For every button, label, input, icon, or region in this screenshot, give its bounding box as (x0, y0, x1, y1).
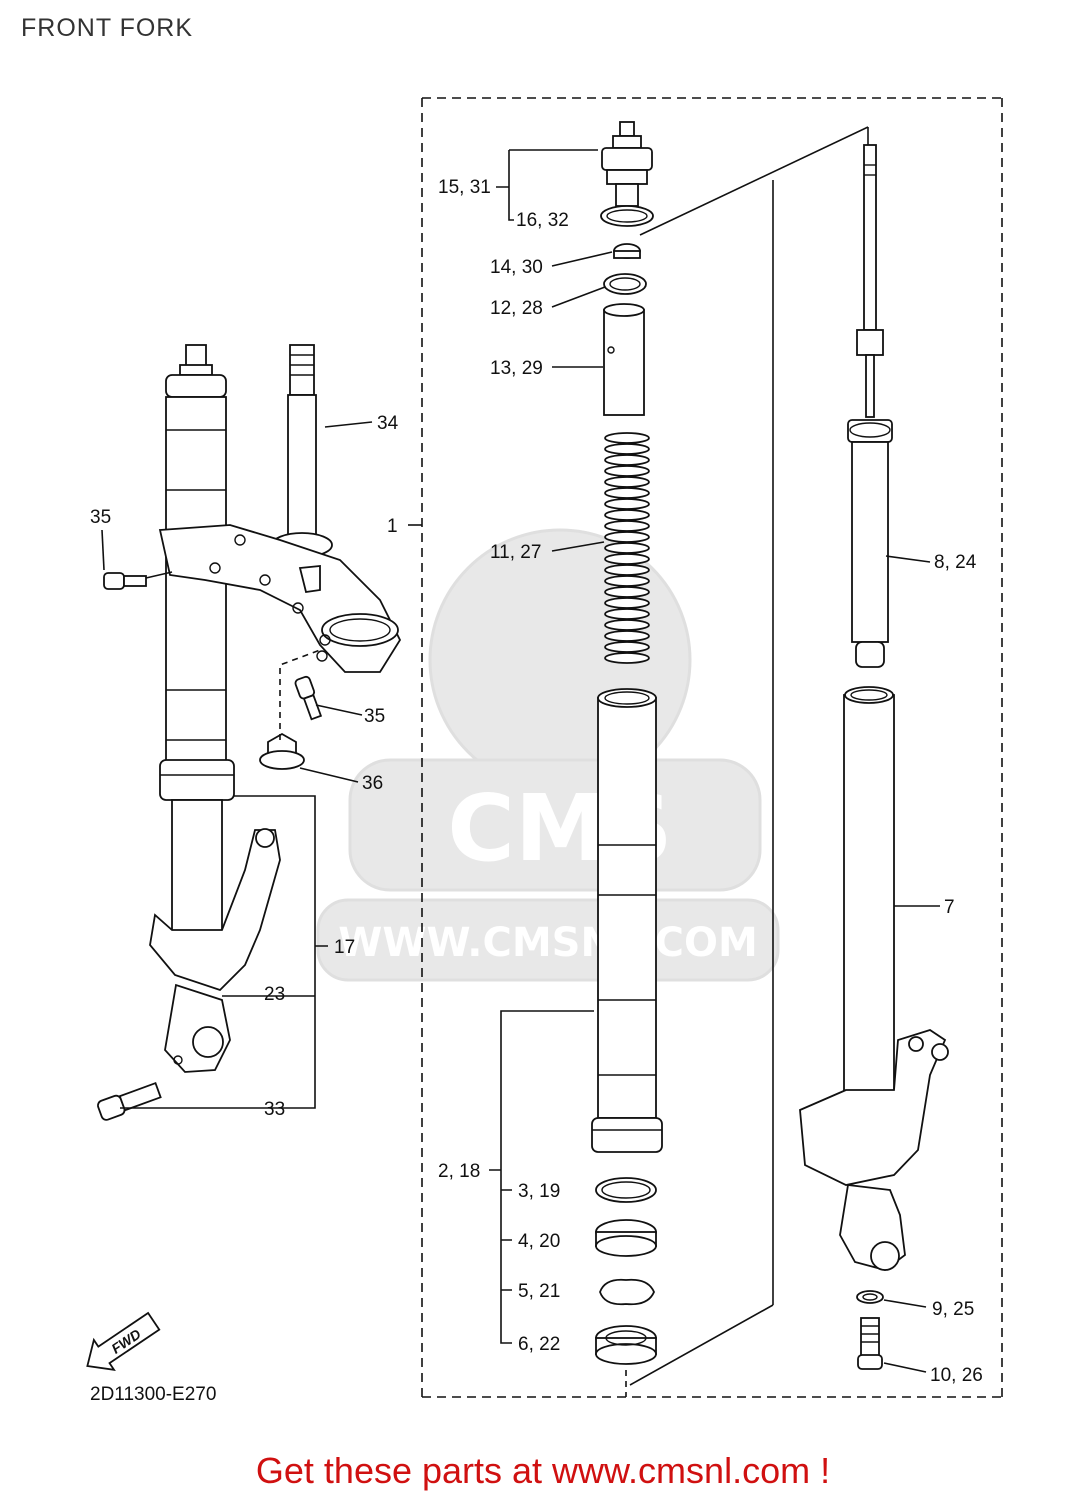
callout-17: 17 (334, 937, 355, 958)
callout-3-19: 3, 19 (518, 1181, 560, 1202)
assembly-lines (629, 126, 869, 1386)
spring-coil (604, 443, 650, 455)
cap-bolt (600, 121, 654, 227)
spring-coil (604, 432, 650, 444)
callout-9-25: 9, 25 (932, 1299, 974, 1320)
spring-coil (604, 498, 650, 510)
leader-lines (101, 149, 940, 1373)
callout-15-31: 15, 31 (438, 177, 491, 198)
spring-coil (604, 509, 650, 521)
spring-coil (604, 520, 650, 532)
spring-coil (604, 597, 650, 609)
damper-rod-assembly (847, 144, 893, 668)
callout-4-20: 4, 20 (518, 1231, 560, 1252)
bottom-bolt-parts (856, 1290, 884, 1370)
spring-coil (604, 531, 650, 543)
inner-tube (799, 686, 949, 1271)
outer-tube (591, 688, 663, 1153)
spring-coil (604, 553, 650, 565)
watermark-url: WWW.CMSNL.COM (338, 920, 758, 966)
callout-35-bottom: 35 (364, 706, 385, 727)
callout-23: 23 (264, 984, 285, 1005)
callout-5-21: 5, 21 (518, 1281, 560, 1302)
spring-coil (604, 641, 650, 653)
small-bolts (97, 572, 323, 1121)
spring-coil (604, 465, 650, 477)
fork-spring (604, 432, 650, 664)
callout-10-26: 10, 26 (930, 1365, 983, 1386)
spring-coil (604, 619, 650, 631)
spring-coil (604, 454, 650, 466)
callout-8-24: 8, 24 (934, 552, 977, 573)
spring-coil (604, 476, 650, 488)
inner-parts-frame (421, 97, 1003, 1398)
seal-parts (595, 1177, 657, 1365)
drawing-code: 2D11300-E270 (90, 1384, 216, 1405)
callout-labels: 15, 31 16, 32 14, 30 12, 28 13, 29 11, 2… (90, 177, 983, 1386)
page-title: FRONT FORK (21, 14, 194, 42)
callout-33: 33 (264, 1099, 285, 1120)
callout-14-30: 14, 30 (490, 257, 543, 278)
spring-coil (604, 586, 650, 598)
callout-6-22: 6, 22 (518, 1334, 560, 1355)
spring-coil (604, 564, 650, 576)
cmsnl-watermark: CMS WWW.CMSNL.COM (316, 528, 780, 982)
callout-35-top: 35 (90, 507, 111, 528)
callout-1: 1 (387, 516, 398, 537)
spring-coil (604, 630, 650, 642)
callout-34: 34 (377, 413, 399, 434)
spring-coil (604, 542, 650, 554)
spring-coil (604, 487, 650, 499)
callout-36: 36 (362, 773, 383, 794)
callout-7: 7 (944, 897, 955, 918)
spacer-parts (603, 243, 647, 416)
spring-coil (604, 575, 650, 587)
footer-link[interactable]: Get these parts at www.cmsnl.com ! (255, 1450, 831, 1491)
spring-coil (604, 652, 650, 664)
spring-coil (604, 608, 650, 620)
under-bracket (158, 344, 402, 673)
callout-13-29: 13, 29 (490, 358, 543, 379)
left-fork-assembly (149, 344, 281, 1073)
forward-arrow: FWD (86, 1311, 161, 1371)
callout-2-18: 2, 18 (438, 1161, 480, 1182)
callout-16-32: 16, 32 (516, 210, 569, 231)
callout-12-28: 12, 28 (490, 298, 543, 319)
callout-11-27: 11, 27 (490, 542, 541, 563)
